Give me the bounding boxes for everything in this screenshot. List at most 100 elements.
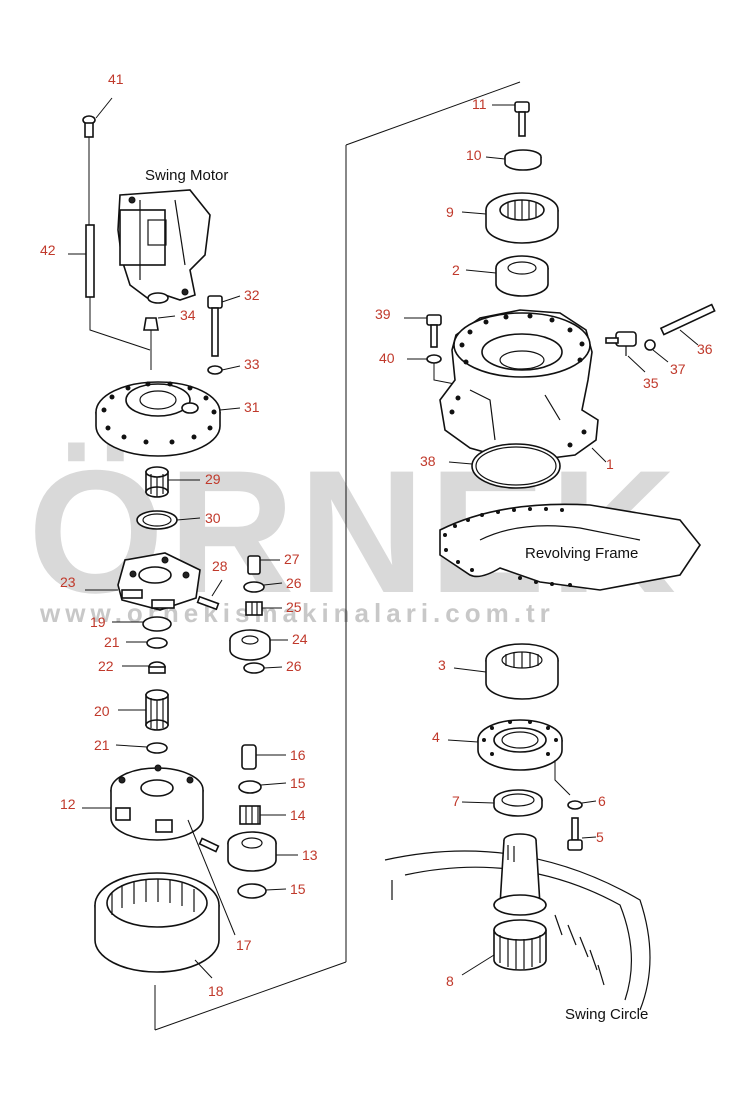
callout-34: 34 [180, 307, 196, 323]
callout-40: 40 [379, 350, 395, 366]
part-26-washer-upper [243, 581, 283, 593]
part-10-plate [485, 149, 542, 171]
part-35-fitting [605, 331, 646, 373]
callout-29: 29 [205, 471, 221, 487]
part-41-plug [82, 97, 113, 225]
callout-36: 36 [697, 341, 713, 357]
swing-motor [117, 189, 211, 304]
watermark-url: www.ornekismakinalari.com.tr [39, 598, 555, 628]
callout-1: 1 [606, 456, 614, 472]
callout-15-b: 15 [290, 881, 306, 897]
part-27-shaft [247, 555, 280, 575]
part-18-ring-gear [94, 872, 220, 979]
callout-30: 30 [205, 510, 221, 526]
callout-38: 38 [420, 453, 436, 469]
part-29-gear [145, 466, 200, 498]
callout-10: 10 [466, 147, 482, 163]
part-1-case [439, 309, 607, 463]
callout-12: 12 [60, 796, 76, 812]
part-14-bearing [239, 805, 286, 825]
watermark-accent-left [68, 474, 104, 487]
callout-27: 27 [284, 551, 300, 567]
part-20-sun-gear [118, 689, 169, 731]
part-32-bolt [207, 295, 241, 357]
part-3-bearing [453, 643, 559, 700]
callout-37: 37 [670, 361, 686, 377]
part-21-washer-upper [126, 637, 168, 649]
callout-23: 23 [60, 574, 76, 590]
callout-21-a: 21 [104, 634, 120, 650]
part-6-washer [567, 800, 597, 810]
part-28-pin [196, 579, 223, 611]
callout-5: 5 [596, 829, 604, 845]
part-13-planet-gear [227, 831, 298, 872]
part-17-pin [187, 819, 236, 936]
callout-26-b: 26 [286, 658, 302, 674]
part-39-bolt [404, 314, 442, 348]
callout-17: 17 [236, 937, 252, 953]
callout-4: 4 [432, 729, 440, 745]
callout-11: 11 [472, 96, 487, 112]
part-40-washer [407, 354, 461, 386]
callout-19: 19 [90, 614, 106, 630]
callout-13: 13 [302, 847, 318, 863]
part-30-ring [136, 510, 201, 530]
caption-revolving-frame: Revolving Frame [525, 545, 638, 562]
callout-3: 3 [438, 657, 446, 673]
part-8-pinion-shaft [461, 833, 547, 976]
part-21-washer-lower [115, 742, 168, 754]
callout-24: 24 [292, 631, 308, 647]
callout-32: 32 [244, 287, 260, 303]
part-38-o-ring [448, 443, 561, 489]
part-24-planet-gear [229, 629, 288, 661]
part-42-pipe [68, 224, 151, 351]
part-16-shaft [241, 744, 286, 770]
part-36-gauge [659, 303, 716, 346]
watermark-accent-right [104, 474, 140, 487]
part-4-cover [447, 719, 571, 796]
callout-2: 2 [452, 262, 460, 278]
revolving-frame [439, 503, 701, 591]
callout-39: 39 [375, 306, 391, 322]
part-15-washer-upper [238, 780, 287, 794]
callout-6: 6 [598, 793, 606, 809]
callout-16: 16 [290, 747, 306, 763]
part-12-carrier [82, 764, 204, 841]
part-33-washer [207, 365, 241, 375]
callout-28: 28 [212, 558, 228, 574]
part-31-flange [95, 381, 241, 457]
part-26-washer-lower [243, 662, 283, 674]
callout-numbers: 41 42 32 34 33 31 29 30 27 28 23 26 25 1… [40, 71, 713, 999]
callout-8: 8 [446, 973, 454, 989]
part-2-bearing [465, 255, 549, 297]
callout-14: 14 [290, 807, 306, 823]
callout-9: 9 [446, 204, 454, 220]
part-23-carrier [85, 552, 201, 611]
callout-31: 31 [244, 399, 260, 415]
callout-7: 7 [452, 793, 460, 809]
part-34-plug [143, 315, 176, 370]
assembly-frame-lines [154, 81, 521, 1031]
caption-swing-circle: Swing Circle [565, 1006, 648, 1023]
part-7-seal [461, 789, 543, 817]
part-19-washer [112, 616, 172, 632]
callout-18: 18 [208, 983, 224, 999]
callout-22: 22 [98, 658, 114, 674]
callout-26-a: 26 [286, 575, 302, 591]
part-11-bolt [492, 101, 530, 137]
callout-20: 20 [94, 703, 110, 719]
swing-circle [384, 850, 651, 1011]
caption-swing-motor: Swing Motor [145, 167, 228, 184]
part-25-bearing [245, 601, 282, 616]
callout-21-b: 21 [94, 737, 110, 753]
callout-42: 42 [40, 242, 56, 258]
part-5-bolt [567, 817, 597, 851]
callout-25: 25 [286, 599, 302, 615]
part-22-collar [122, 661, 166, 674]
callout-35: 35 [643, 375, 659, 391]
callout-41: 41 [108, 71, 124, 87]
callout-33: 33 [244, 356, 260, 372]
part-15-washer-lower [237, 883, 287, 899]
part-9-bearing [461, 192, 559, 244]
